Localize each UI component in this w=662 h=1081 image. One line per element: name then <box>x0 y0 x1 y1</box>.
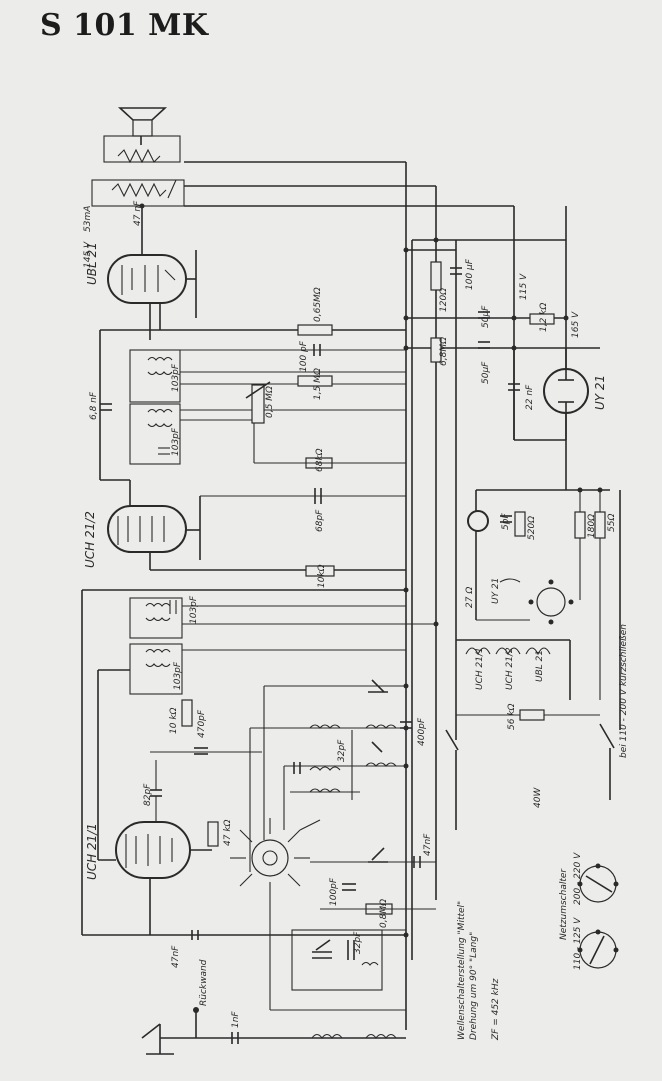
label-c47nf-a: 47nF <box>171 945 181 968</box>
filaments-row <box>455 639 600 740</box>
label-c5pf: 5pF <box>501 513 511 530</box>
label-fil-uch21-2: UCH 21/2 <box>505 647 515 690</box>
antenna-icon <box>141 1007 406 1055</box>
voltage-selector-icon <box>577 863 619 969</box>
label-r47k: 47 kΩ <box>223 819 233 846</box>
oscillator-section <box>249 679 412 872</box>
label-c100pf-b: 100pF <box>329 877 339 906</box>
resistor-065 <box>297 324 333 336</box>
junction-dots <box>139 203 603 938</box>
label-r550: 55Ω <box>607 514 617 532</box>
label-fil-uy21: UY 21 <box>491 578 501 604</box>
label-r27: 27 Ω <box>465 587 475 608</box>
label-netzumschalter: Netzumschalter <box>559 868 569 940</box>
label-r68m: 6,8MΩ <box>439 337 449 366</box>
label-c68nf: 6,8 nF <box>89 391 99 420</box>
label-c50uf-a: 50µF <box>481 305 491 328</box>
label-v165: 165 V <box>571 311 581 338</box>
label-r120: 120Ω <box>439 288 449 312</box>
mains-switch <box>445 723 615 830</box>
label-uch21-1: UCH 21/1 <box>85 823 99 880</box>
tube-uch21-1 <box>115 821 212 935</box>
tube-ubl21 <box>107 206 197 340</box>
label-c103pf-d: 103pF <box>173 661 183 690</box>
label-c68pf: 68pF <box>315 509 325 532</box>
label-fil-uch21-1: UCH 21/1 <box>475 647 485 690</box>
label-netz-v2: 200 - 220 V <box>573 852 583 905</box>
label-i53: 53mA <box>83 206 93 232</box>
capacitor-100pf-a <box>313 344 321 356</box>
label-c103pf-b: 103pF <box>171 427 181 456</box>
label-r180: 180Ω <box>587 514 597 538</box>
resistor-10k-a <box>305 565 335 577</box>
label-r10k-a: 10kΩ <box>317 564 327 588</box>
label-zf: ZF = 452 kHz <box>491 978 501 1041</box>
label-lamp40w: 40W <box>533 787 543 808</box>
filament-chain <box>467 489 621 730</box>
label-c50uf-b: 50µF <box>481 361 491 384</box>
label-c47nf-b: 47nF <box>423 833 433 856</box>
rf-input-section <box>269 847 436 1011</box>
label-c103pf-c: 103pF <box>189 595 199 624</box>
label-rueckwand: Rückwand <box>199 959 209 1006</box>
capacitor-68pf <box>200 488 406 504</box>
label-c100pf-a: 100 pF <box>299 340 309 372</box>
if-transformer-2 <box>129 597 436 695</box>
loudspeaker-icon <box>103 107 181 164</box>
label-uch21-2: UCH 21/2 <box>83 511 97 568</box>
label-uy21: UY 21 <box>593 375 607 410</box>
label-netz-v1: 110 - 125 V <box>573 917 583 970</box>
label-c22nf: 22 nF <box>525 384 535 410</box>
label-kurzschliessen: bei 110 - 200 V kurzschließen <box>619 624 629 758</box>
label-r15: 1,5 MΩ <box>313 368 323 400</box>
bus-lines <box>81 162 600 1030</box>
capacitor-47nf-a <box>191 930 199 940</box>
label-c470pf: 470pF <box>197 709 207 738</box>
resistor-47k <box>207 821 219 847</box>
capacitor-470pf <box>150 747 262 755</box>
resistor-15 <box>297 375 333 387</box>
label-v145: 145 V <box>83 241 93 268</box>
label-c82pf: 82pF <box>143 783 153 806</box>
label-r12k: 1,2 kΩ <box>539 303 549 332</box>
label-wellenschalter-1: Wellenschalterstellung "Mittel" <box>457 901 467 1040</box>
resistor-10k-b <box>181 699 193 727</box>
label-c32pf-b: 32pF <box>353 931 363 954</box>
power-supply <box>430 261 589 490</box>
label-r520: 520Ω <box>527 516 537 540</box>
label-c32pf-a: 32pF <box>337 739 347 762</box>
capacitor-6-8nf <box>100 403 112 411</box>
tube-uch21-2 <box>107 480 406 571</box>
page-title: S 101 MK <box>40 8 209 43</box>
wave-switch <box>230 818 321 898</box>
label-v115: 115 V <box>519 273 529 300</box>
label-ubl21: UBL 21 <box>85 242 99 285</box>
label-r10k-b: 10 kΩ <box>169 707 179 734</box>
label-fil-ubl21: UBL 21 <box>535 650 545 682</box>
label-c400pf: 400pF <box>417 717 427 746</box>
label-r08: 0,8MΩ <box>379 899 389 928</box>
volume-potentiometer <box>245 381 271 424</box>
label-r065: 0,65MΩ <box>313 287 323 322</box>
label-c47nf-c: 47 nF <box>133 200 143 226</box>
label-c1nf: 1nF <box>231 1011 241 1028</box>
capacitor-82pf <box>150 760 162 822</box>
label-pot05: 0,5 MΩ <box>265 386 275 418</box>
label-wellenschalter-2: Drehung um 90° "Lang" <box>469 932 479 1040</box>
output-transformer <box>91 161 514 207</box>
label-r56k: 56 kΩ <box>507 703 517 730</box>
label-r68k: 68kΩ <box>315 448 325 472</box>
if-transformer-1 <box>129 349 406 465</box>
label-c103pf-a: 103pF <box>171 363 181 392</box>
label-c100uf: 100 µF <box>465 258 475 290</box>
